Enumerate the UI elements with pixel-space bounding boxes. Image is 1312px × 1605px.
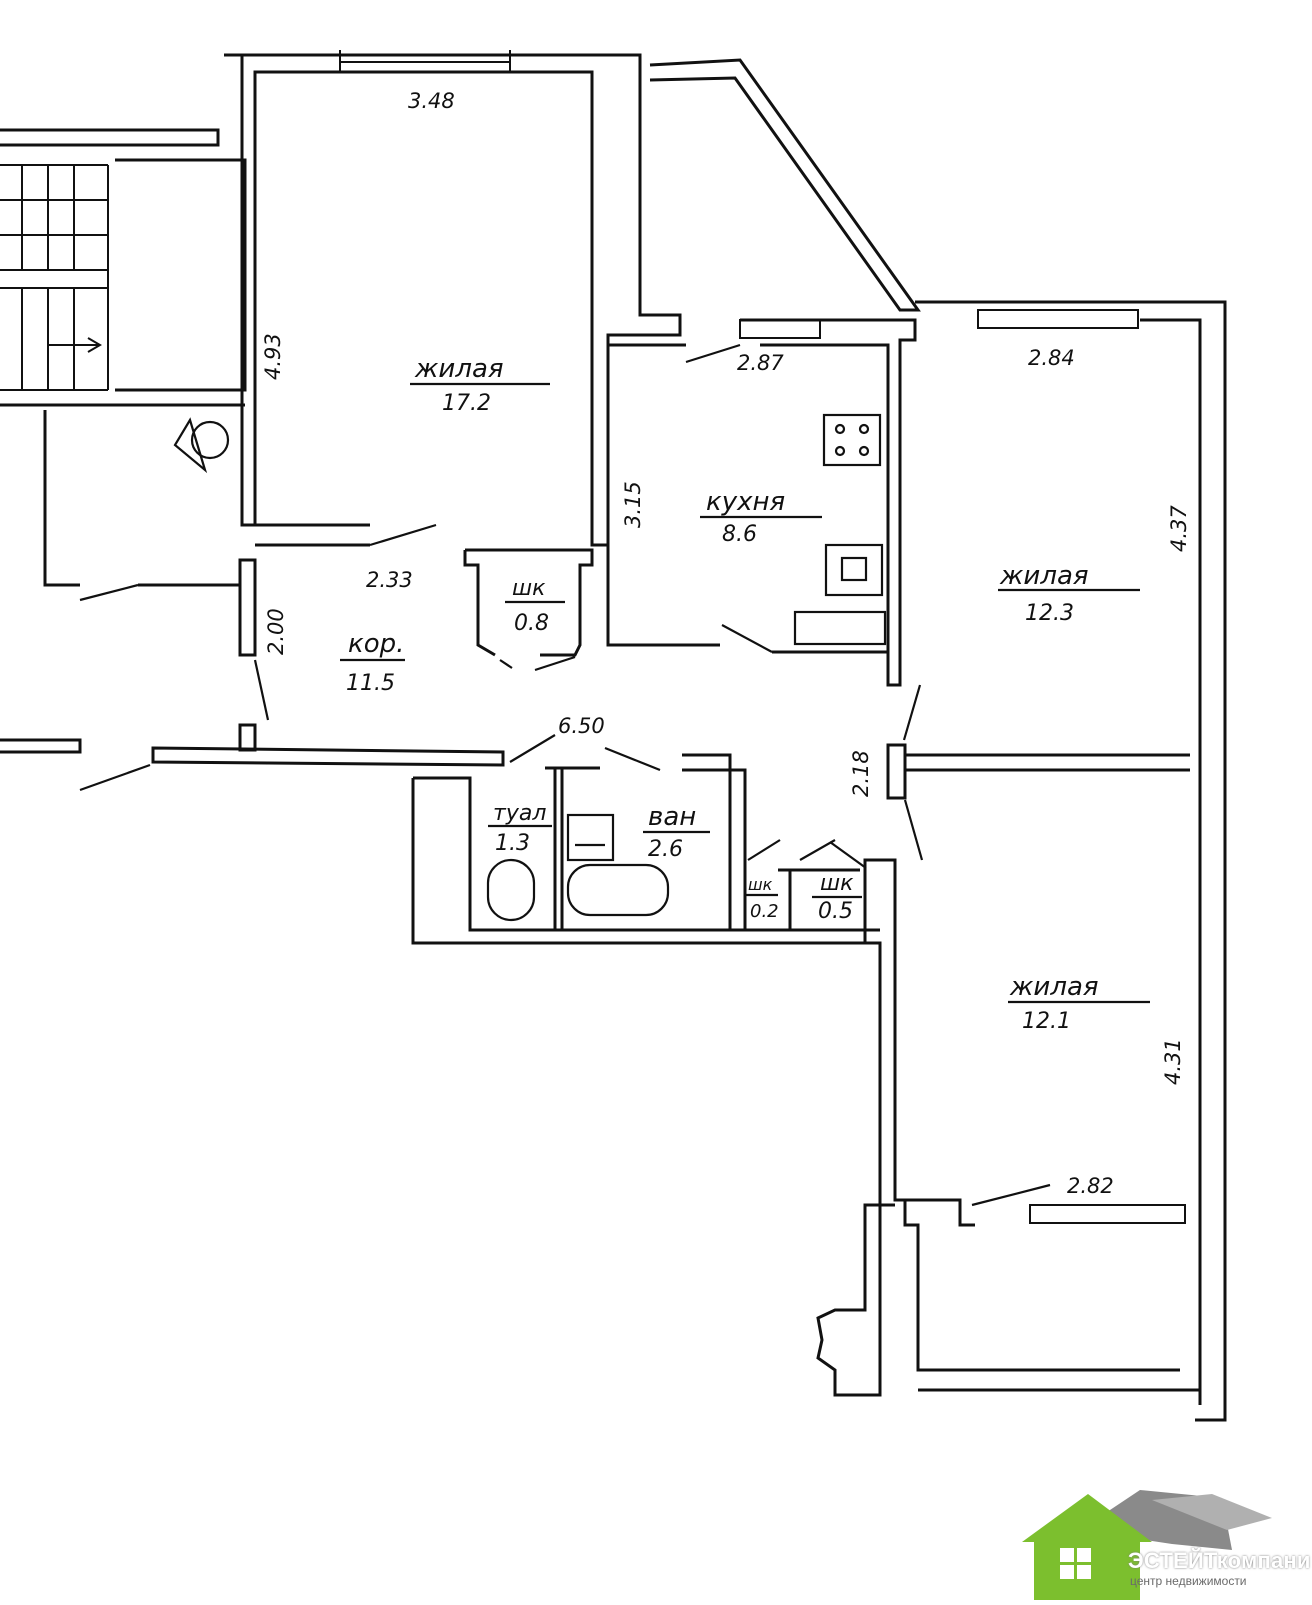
balcony-top <box>649 58 921 312</box>
dim-hall-gap: 2.18 <box>849 750 873 797</box>
room-name-closet-small: шк <box>748 875 773 894</box>
corridor <box>151 548 907 800</box>
dim-living-right-width: 2.84 <box>1028 346 1075 370</box>
dim-living-right-depth: 4.37 <box>1167 505 1191 552</box>
logo-name: ЭСТЕЙТкомпани <box>1128 1548 1311 1573</box>
room-area-toilet: 1.3 <box>495 831 530 856</box>
room-name-kitchen: кухня <box>706 487 785 517</box>
stairwell <box>0 128 247 792</box>
room-name-closet-right: шк <box>820 871 854 896</box>
room-labels: жилая 17.2 кухня 8.6 жилая 12.3 жилая 12… <box>340 354 1150 1034</box>
pipe-icon <box>190 420 230 460</box>
stove-icon <box>822 413 882 467</box>
counter <box>793 610 887 646</box>
room-area-closet-right: 0.5 <box>818 899 853 924</box>
dim-living-top-depth: 4.93 <box>261 333 285 380</box>
toilet-icon <box>486 858 536 922</box>
basin-icon <box>566 813 615 862</box>
dim-corridor-depth: 2.00 <box>264 608 288 655</box>
dimension-labels: 3.48 4.93 2.33 2.87 3.15 2.84 4.37 2.00 … <box>261 89 1191 1198</box>
room-area-kitchen: 8.6 <box>722 522 757 547</box>
kitchen <box>606 318 917 687</box>
living-room-right <box>902 300 1227 1422</box>
living-room-top <box>224 50 682 547</box>
room-area-living-top: 17.2 <box>442 391 491 416</box>
logo-tagline: центр недвижимости <box>1130 1574 1247 1588</box>
room-area-living-bottom: 12.1 <box>1022 1009 1071 1034</box>
room-area-living-right: 12.3 <box>1025 601 1074 626</box>
room-area-closet-small: 0.2 <box>750 901 779 922</box>
valve-icon <box>173 417 208 474</box>
room-name-wardrobe: шк <box>512 576 546 601</box>
room-name-living-bottom: жилая <box>1009 972 1099 1002</box>
room-area-bath: 2.6 <box>648 837 683 862</box>
bathtub-icon <box>566 863 670 917</box>
sink-icon <box>824 543 884 597</box>
living-room-bottom <box>816 799 1200 1397</box>
dim-kitchen-width: 2.87 <box>737 351 784 375</box>
dim-corridor-length: 6.50 <box>558 714 605 738</box>
company-logo: ЭСТЕЙТкомпани центр недвижимости <box>1022 1490 1312 1600</box>
dim-living-bottom-width: 2.82 <box>1067 1174 1114 1198</box>
room-area-corridor: 11.5 <box>346 671 395 696</box>
room-name-corridor: кор. <box>348 629 404 659</box>
house-logo-icon <box>1022 1490 1272 1600</box>
dim-kitchen-depth: 3.15 <box>621 481 645 528</box>
dim-living-bottom-depth: 4.31 <box>1161 1038 1185 1085</box>
room-name-bath: ван <box>648 802 696 832</box>
room-name-living-right: жилая <box>999 561 1089 591</box>
dim-living-top-inner: 2.33 <box>366 568 413 592</box>
bathroom-block <box>411 753 880 945</box>
room-name-living-top: жилая <box>414 354 504 384</box>
room-name-toilet: туал <box>493 801 546 826</box>
dim-living-top-width: 3.48 <box>408 89 455 113</box>
room-area-wardrobe: 0.8 <box>514 611 549 636</box>
